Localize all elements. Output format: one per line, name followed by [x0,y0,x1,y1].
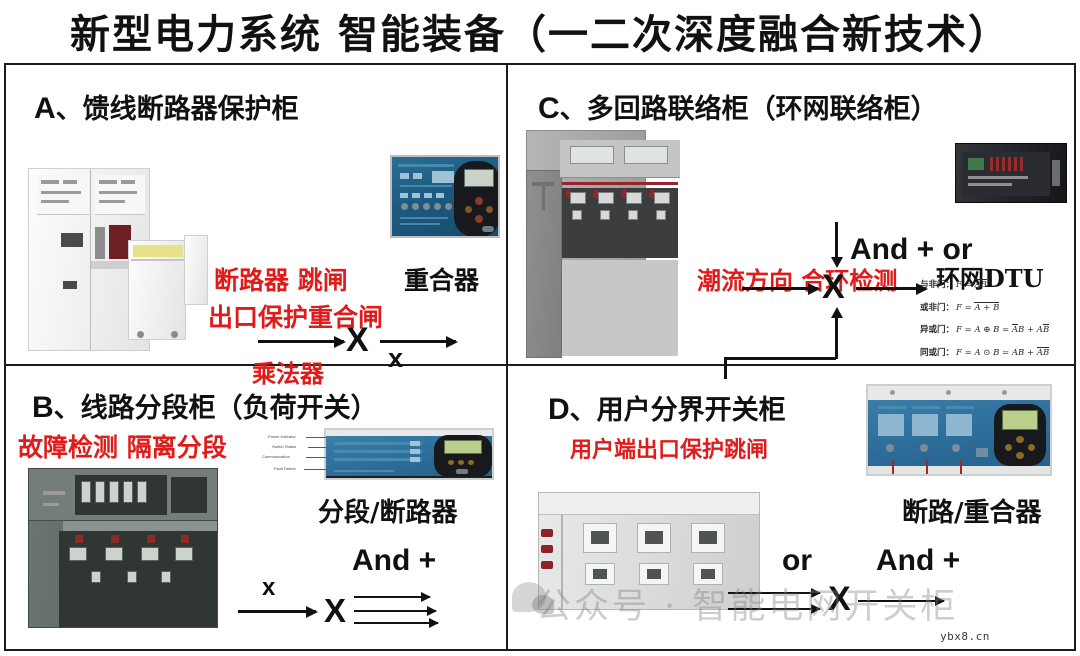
panel-b-output-arrow-2 [354,606,437,616]
panel-d-red-label-1: 用户端出口保护跳闸 [570,437,769,463]
panel-d-input-arrow-1 [728,588,821,598]
panel-d-letter: D [548,393,570,426]
formula-pre-xnor: F = A ⊙ B = [956,347,1012,358]
panel-c-symbol-x: X [822,268,845,306]
panel-a-output-arrow [380,335,458,348]
ftu-callout-line-3 [306,457,326,458]
ftu-callout-line-2 [308,447,326,448]
panel-d-black-label-1: 断路/重合器 [902,498,1042,528]
panel-c-multi-loop-tie: C、多回路联络柜（环网联络柜） [510,65,1074,379]
cabinet-side-extension [184,235,208,305]
formula-bar-nor: A + B [974,301,1000,313]
panel-a-feeder-breaker: A、馈线断路器保护柜 [6,65,506,388]
boundary-protection-relay-panel [866,384,1052,476]
vertical-divider [506,65,508,649]
panel-a-symbol-x-main: X [346,321,369,359]
logic-gate-formula-list: 与非门：F = AB 或非门：F = A + B 异或门：F = A ⊕ B =… [920,278,1070,368]
page-title-bar: 新型电力系统 智能装备（一二次深度融合新技术） [0,0,1080,62]
panel-b-red-label-1: 故障检测 隔离分段 [18,433,227,462]
watermark-account-name: 公众号 · 智能电网开关柜 [536,587,959,627]
panel-c-black-label-1: 环网DTU [936,264,1044,293]
panel-d-logic-and: And + [876,544,961,577]
formula-bar2-xor: B [1042,324,1050,335]
ftu-callout-line-1 [306,437,326,438]
panel-c-feedback-line-v [724,357,727,379]
ftu-callout-3: Communication [262,454,290,459]
formula-bar1-xor: A [1011,324,1019,335]
formula-gate-nand: 与非门： [920,280,955,290]
formula-pre-nor: F = [956,302,975,313]
panel-c-heading-text: 、多回路联络柜（环网联络柜） [559,94,938,125]
formula-mid-xor: B + A [1018,325,1043,335]
panel-a-symbol-x-small: x [388,343,404,373]
watermark-chat-bubble-icon [512,582,554,614]
formula-row-xnor: 同或门：F = A ⊙ B = AB + AB [920,346,1070,358]
panel-d-symbol-x: X [828,580,851,618]
panel-b-line-sectionalizer: B、线路分段柜（负荷开关） 故障检测 隔离分段 [6,366,506,649]
panel-b-output-arrow-3 [354,618,439,628]
mobile-breaker-trolley [128,240,186,340]
panel-c-heading: C、多回路联络柜（环网联络柜） [538,87,938,126]
formula-gate-xor: 异或门： [920,325,955,335]
panel-a-black-label-1: 重合器 [404,266,480,295]
user-boundary-switchgear-cabinet [538,492,760,610]
panel-a-heading-text: 、馈线断路器保护柜 [55,94,299,125]
ftu-callout-line-4 [304,469,326,470]
panel-c-bottom-input-arrow [830,307,843,359]
formula-bar-nand: AB [974,279,987,290]
ftu-callout-2: Switch Status [272,444,297,449]
page-title: 新型电力系统 智能装备（一二次深度融合新技术） [70,11,1010,58]
panel-a-input-arrow [258,335,346,348]
panel-b-symbol-x-small: x [262,574,276,601]
panel-c-left-input-arrow [742,282,820,295]
ftu-callout-4: Fault Detect [274,466,296,471]
panel-a-red-label-3: 乘法器 [252,359,324,388]
formula-bar2-xnor: AB [1036,346,1050,358]
formula-pre-nand: F = [956,280,975,290]
panel-c-feedback-line-h [724,357,836,360]
panel-c-logic-and-or: And + or [850,233,973,266]
panel-c-letter: C [538,92,560,125]
panel-b-heading: B、线路分段柜（负荷开关） [32,386,378,425]
watermark-site-url: ybx8.cn [940,630,990,643]
panel-d-heading: D、用户分界开关柜 [548,388,786,427]
formula-row-nor: 或非门：F = A + B [920,301,1070,313]
panel-b-heading-text: 、线路分段柜（负荷开关） [53,393,378,424]
panel-a-red-label-1: 断路器 跳闸 [214,266,348,295]
formula-mid-xnor: AB + [1011,347,1037,358]
protection-relay-panel-blue [390,155,500,238]
ftu-callout-1: Power Indicator [268,434,296,439]
formula-row-nand: 与非门：F = AB [920,278,1070,290]
panel-b-symbol-x-main: X [324,592,347,629]
panel-a-letter: A [34,92,56,125]
panel-d-input-arrow-2 [728,604,821,614]
formula-gate-xnor: 同或门： [920,347,955,358]
ring-main-unit-cabinet [526,130,686,360]
panel-d-output-arrow [858,596,945,606]
formula-pre-xor: F = A ⊕ B = [956,325,1012,335]
line-sectionalizer-cabinet [28,468,218,628]
ring-network-dtu-rack [955,143,1067,203]
ftu-feeder-terminal-unit [324,428,494,480]
panel-a-heading: A、馈线断路器保护柜 [34,87,299,126]
panel-b-output-arrow-1 [354,592,431,602]
panel-c-red-label-1: 潮流方向 合环检测 [697,266,898,295]
diagram-frame [4,63,1076,651]
formula-gate-nor: 或非门： [920,302,955,313]
panel-b-input-arrow [238,605,318,618]
panel-c-output-arrow [856,282,928,295]
panel-d-user-boundary-switch: D、用户分界开关柜 用户端出口保护跳闸 断路/重合器 [510,366,1074,649]
panel-b-black-label-1: 分段/断路器 [318,498,458,528]
panel-b-letter: B [32,391,54,424]
formula-row-xor: 异或门：F = A ⊕ B = AB + AB [920,323,1070,335]
panel-d-heading-text: 、用户分界开关柜 [569,395,786,426]
panel-c-top-input-arrow [830,222,843,268]
panel-b-logic-and: And + [352,544,437,577]
horizontal-divider [6,364,1074,366]
panel-d-logic-or: or [782,544,812,577]
panel-a-red-label-2: 出口保护重合闸 [208,303,384,332]
